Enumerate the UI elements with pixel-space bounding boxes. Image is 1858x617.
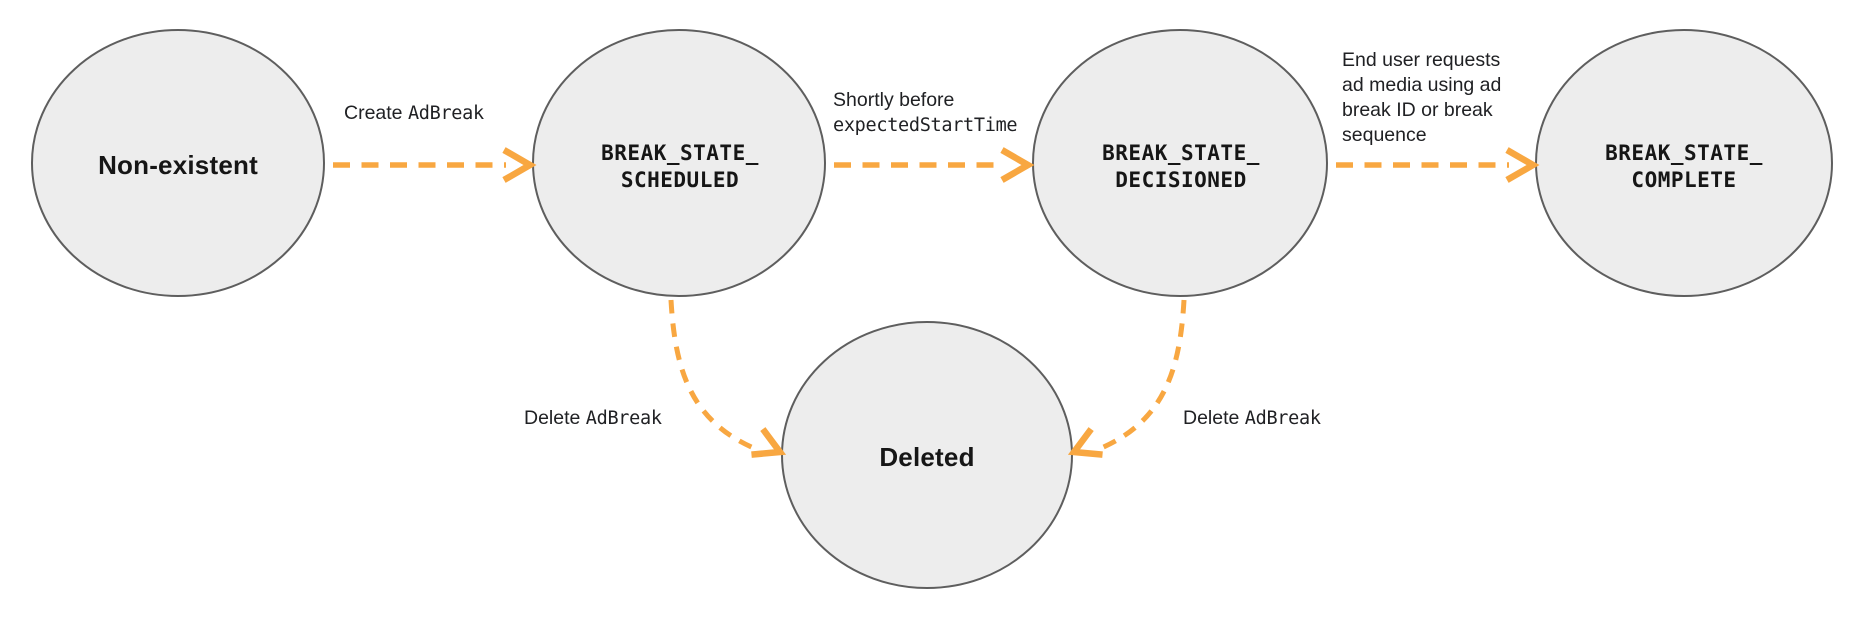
state-label-non-existent: Non-existent [98,150,258,180]
arrowhead-icon [502,147,537,183]
transition-arrow-delete-from-decisioned [1098,299,1187,452]
transition-label-create-adbreak: Create AdBreak [344,102,484,124]
transition-label-delete-adbreak-left: Delete AdBreak [524,407,662,429]
state-label-break-state-complete: BREAK_STATE_ COMPLETE [1605,141,1763,192]
arrowhead-icon [751,427,787,458]
state-circle-break-state-decisioned [1032,29,1328,297]
state-label-break-state-decisioned: BREAK_STATE_ DECISIONED [1102,141,1260,192]
transition-label-end-user-requests: End user requests ad media using ad brea… [1342,49,1502,146]
arrowhead-icon [1505,147,1540,183]
state-label-deleted: Deleted [879,442,975,472]
state-circle-non-existent [31,29,325,297]
transition-label-delete-adbreak-right: Delete AdBreak [1183,407,1321,429]
arrowhead-icon [1067,427,1103,458]
state-label-break-state-scheduled: BREAK_STATE_ SCHEDULED [601,141,759,192]
transition-arrow-delete-from-scheduled [668,299,757,452]
arrowhead-icon [1000,147,1035,183]
